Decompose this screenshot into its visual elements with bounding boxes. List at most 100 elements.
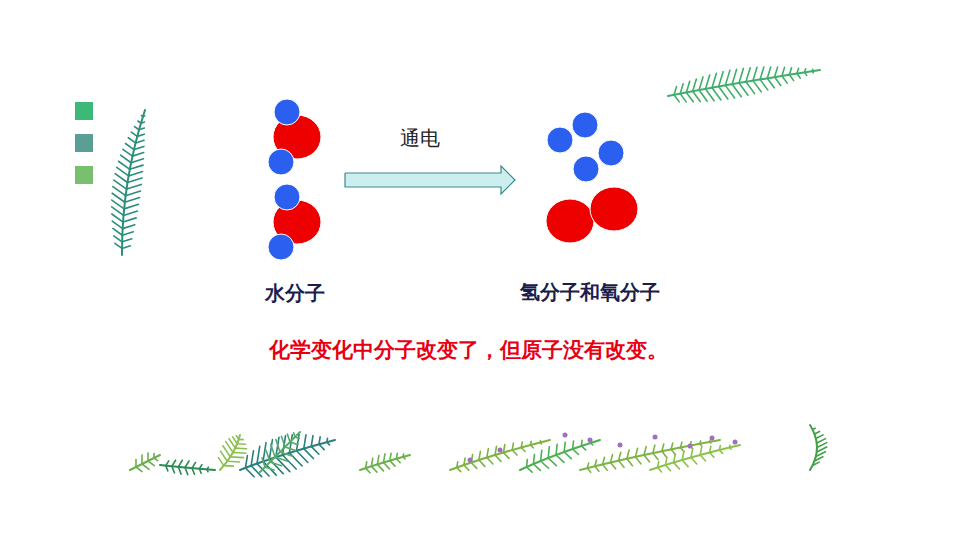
fern-leaflet (185, 461, 189, 467)
fern-leaflet (390, 453, 391, 460)
molecule-group: 氢分子和氧分子 (515, 108, 665, 306)
flower-dot (588, 438, 593, 443)
fern-leaflet (527, 467, 533, 472)
fern-leaflet (128, 178, 143, 183)
fern-leaflet (635, 457, 641, 464)
fern-leaflet (121, 155, 132, 163)
fern-leaflet (548, 458, 556, 466)
fern-leaflet (530, 441, 532, 445)
fern-stem (520, 440, 600, 470)
fern-leaflet (220, 451, 227, 461)
fern-leaflet (699, 77, 703, 90)
fern-leaf (160, 460, 215, 474)
fern-leaflet (304, 449, 314, 459)
fern-leaflet (131, 132, 137, 136)
fern-leaflet (457, 468, 461, 472)
fern-leaflet (371, 458, 372, 466)
fern-leaflet (245, 456, 247, 468)
fern-leaf (360, 453, 410, 473)
fern-leaflet (674, 86, 677, 94)
fern-leaflet (719, 87, 728, 100)
fern-leaflet (289, 435, 292, 453)
fern-leaflet (682, 460, 688, 467)
molecule-label: 水分子 (245, 280, 345, 307)
fern-leaflet (760, 67, 764, 79)
fern-leaflet (789, 68, 791, 75)
fern-leaflet (112, 214, 123, 222)
fern-leaflet (135, 459, 137, 467)
fern-leaflet (541, 461, 549, 468)
fern-leaflet (319, 444, 324, 449)
fern-leaflet (533, 464, 540, 470)
fern-leaflet (233, 437, 238, 444)
fern-leaflet (556, 455, 564, 462)
fern-leaflet (311, 436, 313, 447)
fern-leaflet (681, 442, 682, 447)
fern-leaflet (495, 446, 496, 455)
fern-leaflet (123, 218, 136, 222)
fern-leaflet (533, 455, 536, 464)
hydrogen-atom (598, 140, 624, 166)
fern-leaflet (263, 443, 266, 462)
fern-leaflet (503, 453, 508, 459)
fern-leaflet (235, 447, 246, 449)
fern-stem (260, 432, 300, 472)
fern-leaflet (266, 450, 270, 462)
fern-leaflet (207, 467, 208, 469)
fern-leaflet (662, 444, 664, 451)
fern-leaflet (118, 161, 129, 169)
fern-stem (160, 465, 215, 470)
fern-leaflet (132, 153, 143, 157)
fern-leaflet (587, 463, 588, 468)
fern-leaflet (123, 149, 133, 156)
fern-leaflet (665, 465, 670, 471)
fern-leaflet (635, 448, 637, 457)
fern-leaflet (653, 445, 655, 453)
fern-leaflet (686, 81, 689, 92)
fern-leaflet (595, 466, 599, 471)
fern-leaflet (456, 462, 459, 468)
fern-leaflet (218, 458, 223, 466)
fern-leaflet (816, 435, 823, 439)
fern-leaflet (539, 441, 541, 443)
flower-dot (688, 444, 693, 449)
fern-leaflet (775, 67, 778, 77)
fern-leaflet (603, 464, 608, 470)
fern-leaflet (464, 465, 469, 470)
fern-leaflet (671, 443, 673, 449)
fern-leaflet (262, 458, 265, 467)
fern-leaflet (141, 115, 143, 116)
fern-leaflet (265, 467, 274, 470)
fern-leaflet (304, 435, 306, 449)
fern-leaflet (674, 454, 676, 462)
fern-leaflet (377, 456, 379, 465)
fern-leaflet (390, 461, 395, 466)
fern-leaflet (700, 455, 705, 461)
fern-leaflet (719, 446, 721, 450)
fern-leaflet (813, 462, 820, 465)
fern-leaflet (115, 174, 127, 183)
fern-leaflet (139, 128, 144, 130)
fern-leaflet (503, 445, 504, 453)
fern-leaflet (371, 466, 377, 472)
fern-leaflet (674, 95, 679, 102)
fern-leaflet (680, 94, 686, 102)
fern-leaflet (564, 452, 571, 459)
fern-leaflet (495, 455, 501, 461)
fern-leaflet (662, 451, 667, 457)
fern-leaflet (658, 468, 662, 472)
fern-leaflet (521, 448, 525, 452)
fern-leaf (240, 435, 335, 477)
fern-leaflet (117, 167, 129, 176)
fern-leaflet (699, 90, 707, 101)
fern-leaflet (644, 455, 649, 462)
fern-leaflet (199, 465, 202, 469)
fern-leaflet (114, 236, 122, 242)
fern-leaflet (710, 446, 711, 452)
fern-leaflet (275, 457, 288, 461)
fern-stem (450, 440, 550, 470)
fern-leaflet (236, 436, 238, 440)
fern-leaflet (665, 458, 666, 465)
fern-leaflet (753, 67, 757, 80)
fern-leaflet (674, 463, 680, 469)
